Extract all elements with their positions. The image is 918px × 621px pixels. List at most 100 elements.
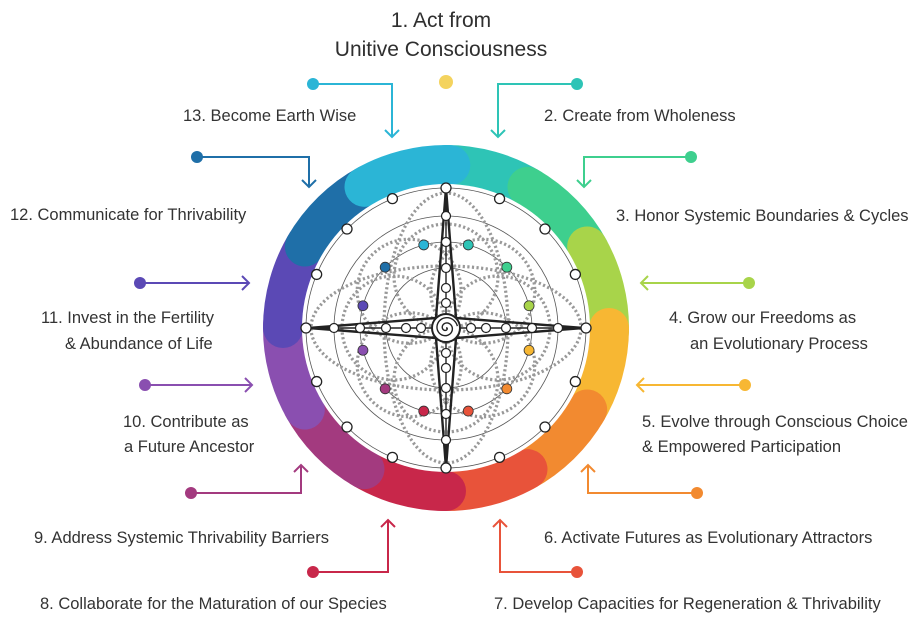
node-v-8 [440,408,452,420]
connector-arrow-13 [384,129,400,139]
label-4-line-2: an Evolutionary Process [690,335,868,353]
node-color-8 [418,405,430,417]
node-color-3 [501,261,513,273]
label-10-line-2: a Future Ancestor [124,438,255,456]
title-line-2: Unitive Consciousness [335,38,547,61]
node-outer-5 [386,451,399,463]
node-outer-15 [569,268,581,281]
label-5-line-2: & Empowered Participation [642,438,841,456]
label-13: 13. Become Earth Wise [183,107,356,125]
node-outer-2 [539,421,551,433]
connector-line-6 [587,465,697,494]
label-11-line-2: & Abundance of Life [65,335,213,353]
node-h-5 [465,322,477,334]
connector-dot-5 [739,379,751,391]
connector-dot-12 [191,151,203,163]
label-5-line-1: 5. Evolve through Conscious Choice [642,413,908,431]
node-outer-3 [493,451,506,463]
connector-arrow-2 [490,129,506,139]
label-2: 2. Create from Wholeness [544,107,736,125]
connector-arrow-10 [244,377,254,393]
node-outer-8 [300,322,312,334]
connector-dot-4 [743,277,755,289]
node-color-11 [357,300,369,312]
node-h-2 [380,322,392,334]
node-h-0 [328,322,340,334]
node-outer-0 [580,322,592,334]
ring-segment-13 [344,145,471,207]
connectors [134,75,755,578]
label-12: 12. Communicate for Thrivability [10,206,247,224]
connector-line-3 [583,156,691,187]
connector-arrow-6 [580,463,596,473]
node-outer-11 [386,193,399,205]
connector-dot-7 [571,566,583,578]
connector-arrow-5 [635,377,645,393]
node-color-10 [357,344,369,356]
connector-line-9 [191,465,302,494]
label-11-line-1: 11. Invest in the Fertility [41,309,215,327]
node-v-0 [440,210,452,222]
connector-line-7 [499,520,577,573]
node-h-4 [415,322,427,334]
connector-arrow-7 [492,518,508,528]
connector-dot-10 [139,379,151,391]
label-7: 7. Develop Capacities for Regeneration &… [494,595,881,613]
node-h-9 [552,322,564,334]
center-geometry [300,182,592,474]
node-v-6 [440,362,452,374]
connector-dot-13 [307,78,319,90]
connector-dot-9 [185,487,197,499]
node-color-7 [462,405,474,417]
node-v-3 [440,282,452,294]
bead-circle-7 [429,237,537,345]
node-color-6 [501,383,513,395]
node-outer-13 [493,193,506,205]
title-line-1: 1. Act from [391,9,491,32]
node-color-4 [523,300,535,312]
node-v-2 [440,262,452,274]
bead-circle-3 [355,311,463,419]
node-color-5 [523,344,535,356]
node-h-7 [500,322,512,334]
connector-arrow-11 [241,275,251,291]
connector-arrow-4 [639,275,649,291]
label-6: 6. Activate Futures as Evolutionary Attr… [544,529,872,547]
connector-line-8 [313,520,389,573]
node-v-9 [440,434,452,446]
node-v-5 [440,347,452,359]
label-4-line-1: 4. Grow our Freedoms as [669,309,856,327]
label-8: 8. Collaborate for the Maturation of our… [40,595,387,613]
connector-dot-8 [307,566,319,578]
connector-line-2 [497,83,577,137]
node-color-13 [418,239,430,251]
node-outer-9 [311,268,323,281]
node-outer-14 [539,223,551,235]
connector-arrow-12 [301,179,317,189]
node-h-3 [400,322,412,334]
principle-labels: 13. Become Earth Wise 2. Create from Who… [10,107,909,613]
node-color-12 [379,261,391,273]
node-v-4 [440,297,452,309]
connector-dot-11 [134,277,146,289]
node-outer-6 [341,421,353,433]
connector-line-12 [197,156,310,187]
connector-arrow-9 [293,463,309,473]
connector-dot-3 [685,151,697,163]
label-9: 9. Address Systemic Thrivability Barrier… [34,529,329,547]
node-outer-7 [311,375,323,388]
bead-circle-1 [429,311,537,419]
connector-line-13 [313,83,393,137]
label-3: 3. Honor Systemic Boundaries & Cycles [616,207,909,225]
connector-arrow-8 [380,518,396,528]
connector-dot-6 [691,487,703,499]
node-color-2 [462,239,474,251]
node-outer-12 [440,182,452,194]
label-10-line-1: 10. Contribute as [123,413,249,431]
node-outer-1 [569,375,581,388]
node-outer-4 [440,462,452,474]
node-h-6 [480,322,492,334]
node-outer-10 [341,223,353,235]
node-v-7 [440,382,452,394]
